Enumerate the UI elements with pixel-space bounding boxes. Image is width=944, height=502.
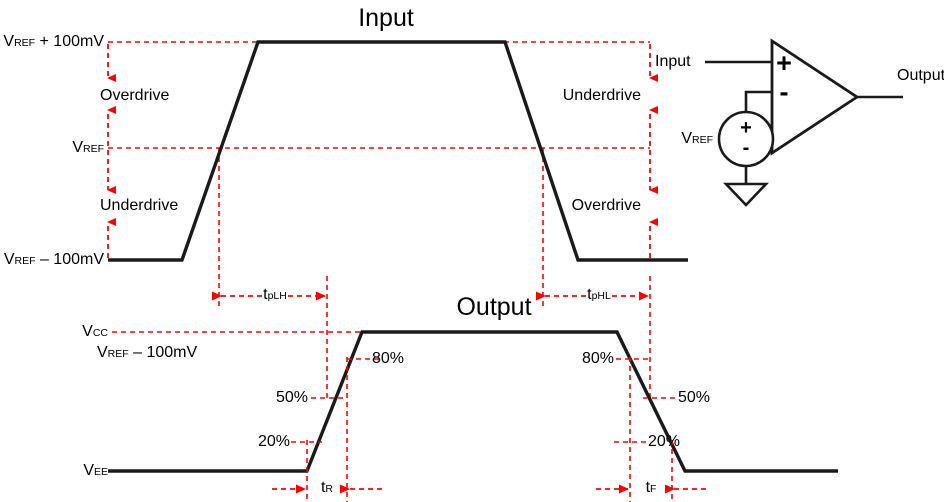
output-plot-title: Output [456, 293, 532, 321]
timing-label-tphl: tpHL [587, 287, 611, 303]
opamp-input-minus-wire [744, 90, 772, 112]
label-vref-minus-100mv: VREF – 100mV [4, 252, 104, 268]
annotation-underdrive-right: Underdrive [562, 87, 641, 104]
timing-label-tf: tF [646, 480, 657, 496]
timing-label-tr: tR [321, 480, 333, 496]
vref-source-minus-symbol: - [742, 137, 750, 159]
input-plot-title: Input [358, 4, 414, 32]
timing-label-tplh-main: t [263, 286, 268, 303]
timing-label-tplh: tpLH [263, 287, 287, 303]
timing-label-tr-main: t [320, 479, 326, 496]
output-fall-thresholds [614, 357, 676, 502]
threshold-label-rise-80: 80% [372, 350, 405, 367]
label-vcc-sub: CC [92, 327, 108, 339]
label-vref-main: V [72, 139, 83, 156]
threshold-label-rise-20: 20% [257, 433, 290, 450]
timing-label-tf-sub: F [650, 483, 657, 495]
label-vref-minus-sub: REF [14, 255, 36, 267]
label-vref-minus-main: V [3, 251, 15, 268]
circuit-vref-main: V [681, 130, 692, 147]
threshold-label-fall-50: 50% [678, 389, 711, 406]
label-vref: VREF [72, 140, 104, 156]
label-vref-plus-main: V [3, 33, 15, 50]
output-rise-thresholds [291, 357, 381, 502]
vref-source-plus-symbol: + [740, 117, 752, 139]
label-vcc-note-main: V [97, 344, 108, 361]
timing-label-tf-main: t [645, 479, 651, 496]
label-vee-sub: EE [93, 466, 108, 478]
label-vcc-note-sub: REF [107, 348, 129, 360]
timing-label-tphl-sub: pHL [591, 290, 611, 302]
circuit-vref-sub: REF [692, 134, 713, 146]
circuit-vref-label: VREF [681, 131, 713, 147]
label-vcc-note: VREF – 100mV [97, 345, 197, 361]
output-waveform [108, 330, 838, 473]
timing-label-tphl-main: t [587, 286, 592, 303]
label-vcc-main: V [82, 323, 93, 340]
threshold-label-fall-80: 80% [581, 350, 614, 367]
annotation-underdrive-left: Underdrive [100, 197, 179, 214]
label-vee-main: V [83, 462, 94, 479]
opamp-noninverting-input-symbol: + [776, 48, 792, 78]
timing-label-tr-sub: R [325, 483, 334, 495]
timing-label-tplh-sub: pLH [267, 290, 287, 302]
annotation-overdrive-right: Overdrive [571, 197, 641, 214]
label-vref-plus-100mv: VREF + 100mV [3, 34, 104, 50]
input-waveform [108, 40, 688, 262]
crossing-drop-lines [218, 148, 651, 398]
label-vref-plus-tail: + 100mV [35, 33, 105, 50]
opamp-inverting-input-symbol: - [779, 77, 789, 107]
label-vref-plus-sub: REF [14, 37, 36, 49]
label-vref-sub: REF [83, 143, 104, 155]
opamp-triangle-body [770, 38, 860, 156]
circuit-output-label: Output [897, 67, 944, 84]
circuit-input-label: Input [655, 53, 691, 70]
threshold-label-fall-20: 20% [648, 433, 681, 450]
label-vref-minus-tail: – 100mV [35, 251, 104, 268]
label-vcc-note-tail: – 100mV [128, 344, 198, 361]
label-vcc: VCC [82, 324, 108, 340]
threshold-label-rise-50: 50% [275, 389, 308, 406]
ground-triangle-icon [722, 182, 770, 207]
comparator-circuit [705, 38, 903, 207]
annotation-overdrive-left: Overdrive [100, 87, 170, 104]
label-vee: VEE [83, 463, 108, 479]
